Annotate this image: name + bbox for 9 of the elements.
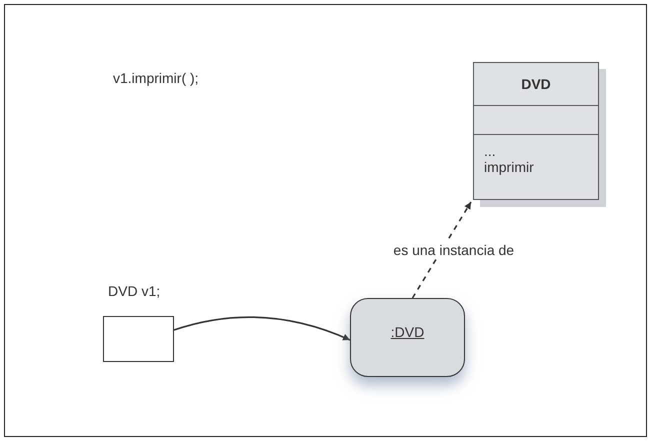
object-box <box>350 298 465 377</box>
arrow <box>174 316 350 341</box>
method-name: ... <box>484 143 497 159</box>
class-name: DVD <box>521 76 551 92</box>
variable-declaration: DVD v1; <box>108 283 160 299</box>
object-name: :DVD <box>390 324 424 342</box>
method-name: imprimir <box>484 159 535 175</box>
edge-label: es una instancia de <box>391 242 516 258</box>
code-statement: v1.imprimir( ); <box>113 70 199 86</box>
